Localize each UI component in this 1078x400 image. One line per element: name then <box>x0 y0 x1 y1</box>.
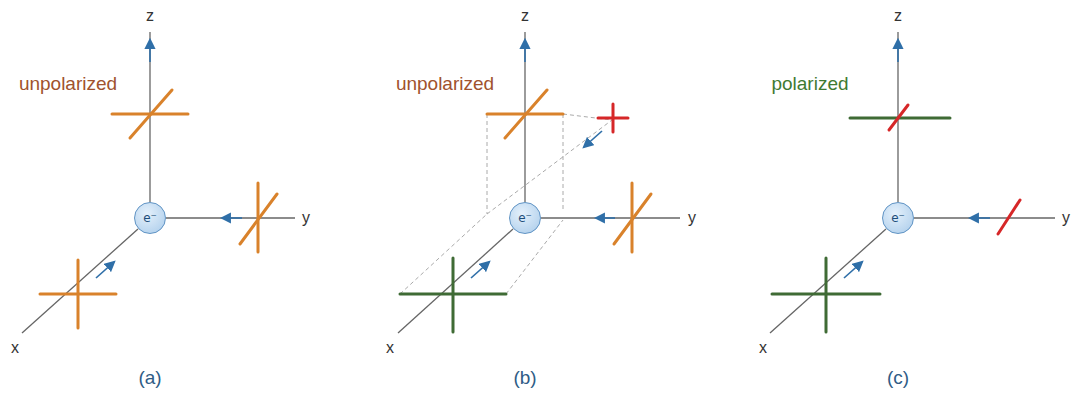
unpolarized-cross <box>487 90 651 252</box>
projection-lines <box>400 114 612 294</box>
panel-c <box>770 32 1055 333</box>
electron-circle: e⁻ <box>509 202 541 234</box>
axis-label: x <box>759 339 767 357</box>
axis-label: z <box>521 7 529 25</box>
axes <box>770 32 1055 333</box>
electron-circle: e⁻ <box>882 202 914 234</box>
polarization-state: polarized <box>771 74 848 95</box>
electron-symbol: e⁻ <box>143 212 157 224</box>
axis-label: x <box>386 339 394 357</box>
axis-label: y <box>1062 209 1070 227</box>
panel-caption: (a) <box>138 368 161 389</box>
polarization-state: unpolarized <box>396 74 494 95</box>
propagation-arrows <box>96 40 242 278</box>
axis-label: z <box>146 7 154 25</box>
axis-label: z <box>894 7 902 25</box>
scattered-cross <box>400 258 506 332</box>
axis-label: y <box>302 209 310 227</box>
unpolarized-cross <box>40 90 277 328</box>
axis-label: x <box>11 339 19 357</box>
electron-symbol: e⁻ <box>891 212 905 224</box>
axis-label: y <box>688 209 696 227</box>
polarization-state: unpolarized <box>19 74 117 95</box>
scattered-cross <box>598 104 628 132</box>
polarized-cross <box>772 118 950 332</box>
panel-caption: (c) <box>887 368 909 389</box>
electron-symbol: e⁻ <box>518 212 532 224</box>
electron-circle: e⁻ <box>134 202 166 234</box>
propagation-arrows <box>844 40 990 278</box>
panel-caption: (b) <box>513 368 536 389</box>
